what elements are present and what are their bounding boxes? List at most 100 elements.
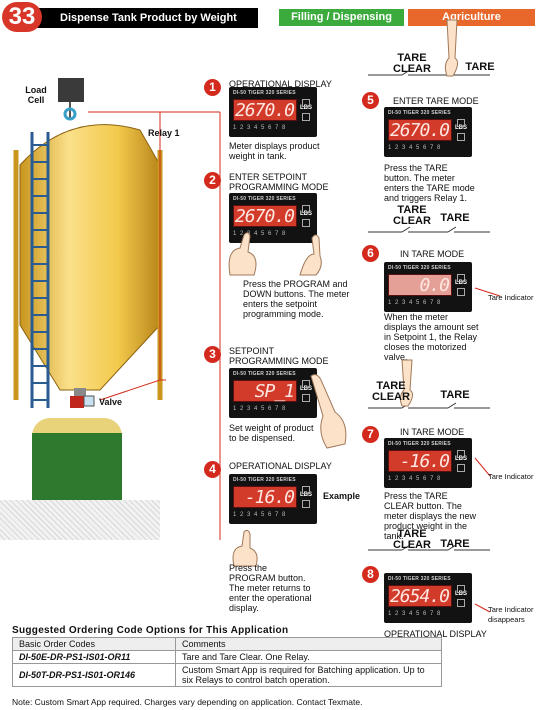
up-button[interactable]: [457, 450, 465, 458]
step-1-badge: 1: [204, 79, 221, 96]
step-7-desc: Press the TARE CLEAR button. The meter d…: [384, 491, 477, 541]
header-title: Dispense Tank Product by Weight: [60, 12, 237, 24]
up-button[interactable]: [302, 205, 310, 213]
step-7-badge: 7: [362, 426, 379, 443]
meter-model: DI-50 TIGER 320 SERIES: [233, 196, 296, 202]
example-label: Example: [323, 491, 361, 501]
up-button[interactable]: [302, 380, 310, 388]
step-4-desc: Press the PROGRAM button. The meter retu…: [229, 563, 312, 613]
meter-indicators: 1 2 3 4 5 6 7 8: [388, 145, 442, 151]
down-button[interactable]: [302, 113, 310, 121]
tare-indicator-label: Tare Indicator: [488, 293, 534, 302]
meter-indicators: 1 2 3 4 5 6 7 8: [233, 231, 287, 237]
tag-filling: Filling / Dispensing: [279, 9, 404, 26]
hand-icon: [310, 374, 347, 449]
meter-units: LBS: [455, 280, 467, 286]
meter-3: DI-50 TIGER 320 SERIES SP_1 LBS 1 2 3 4 …: [229, 368, 317, 418]
meter-units: LBS: [300, 492, 312, 498]
order-comment: Tare and Tare Clear. One Relay.: [175, 650, 442, 664]
header-title-bar: Dispense Tank Product by Weight: [30, 8, 258, 28]
meter-model: DI-50 TIGER 320 SERIES: [388, 265, 451, 271]
up-button[interactable]: [457, 585, 465, 593]
meter-units: LBS: [455, 125, 467, 131]
meter-units: LBS: [300, 386, 312, 392]
table-row: DI-50T-DR-PS1-IS01-OR146 Custom Smart Ap…: [12, 663, 442, 687]
step-2-desc: Press the PROGRAM and DOWN buttons. The …: [243, 279, 350, 319]
footnote: Note: Custom Smart App required. Charges…: [12, 697, 363, 707]
hand-icon: [228, 232, 322, 276]
step-6-title: IN TARE MODE: [400, 249, 465, 259]
meter-display: -16.0: [388, 450, 452, 472]
header-number-badge: 33: [2, 2, 42, 32]
hand-icon: [232, 529, 258, 567]
meter-display: 2654.0: [388, 585, 452, 607]
meter-indicators: 1 2 3 4 5 6 7 8: [233, 406, 287, 412]
step-5-title: ENTER TARE MODE: [393, 96, 479, 106]
load-cell: [58, 78, 84, 102]
meter-display: 2670.0: [233, 205, 297, 227]
meter-indicators: 1 2 3 4 5 6 7 8: [233, 512, 287, 518]
tare-label: TARE: [440, 538, 470, 550]
valve-label: Valve: [99, 397, 123, 407]
step-7-title: IN TARE MODE: [400, 427, 465, 437]
tare-indicator-label: Tare Indicator: [488, 472, 534, 481]
tare-label: TARE: [465, 61, 495, 73]
down-button[interactable]: [457, 133, 465, 141]
meter-5: DI-50 TIGER 320 SERIES 2670.0 LBS 1 2 3 …: [384, 107, 472, 157]
step-2-badge: 2: [204, 172, 221, 189]
up-button[interactable]: [457, 274, 465, 282]
step-6-desc: When the meter displays the amount set i…: [384, 312, 479, 362]
up-button[interactable]: [302, 486, 310, 494]
order-code: DI-50T-DR-PS1-IS01-OR146: [12, 663, 176, 687]
up-button[interactable]: [457, 119, 465, 127]
step-1-title: OPERATIONAL DISPLAY: [229, 79, 332, 89]
step-3-desc: Set weight of product to be dispensed.: [229, 423, 314, 443]
meter-7: DI-50 TIGER 320 SERIES -16.0 LBS 1 2 3 4…: [384, 438, 472, 488]
down-button[interactable]: [302, 219, 310, 227]
load-cell-label: Load Cell: [25, 85, 47, 105]
meter-model: DI-50 TIGER 320 SERIES: [388, 576, 451, 582]
down-button[interactable]: [302, 394, 310, 402]
hand-icon: [399, 359, 414, 407]
down-button[interactable]: [457, 599, 465, 607]
step-1-desc: Meter displays product weight in tank.: [229, 141, 320, 161]
step-5-badge: 5: [362, 92, 379, 109]
meter-indicators: 1 2 3 4 5 6 7 8: [233, 125, 287, 131]
meter-indicators: 1 2 3 4 5 6 7 8: [388, 300, 442, 306]
meter-8: DI-50 TIGER 320 SERIES 2654.0 LBS 1 2 3 …: [384, 573, 472, 623]
tare-label: TARE: [440, 212, 470, 224]
meter-6: DI-50 TIGER 320 SERIES 0.0 LBS 1 2 3 4 5…: [384, 262, 472, 312]
down-button[interactable]: [457, 288, 465, 296]
meter-model: DI-50 TIGER 320 SERIES: [233, 477, 296, 483]
step-3-badge: 3: [204, 346, 221, 363]
table-row: DI-50E-DR-PS1-IS01-OR11 Tare and Tare Cl…: [12, 650, 442, 664]
ordering-table: Basic Order Codes Comments DI-50E-DR-PS1…: [12, 637, 442, 687]
down-button[interactable]: [302, 500, 310, 508]
meter-model: DI-50 TIGER 320 SERIES: [233, 90, 296, 96]
up-button[interactable]: [302, 99, 310, 107]
tag-agriculture: Agriculture: [408, 9, 535, 26]
meter-display: 2670.0: [233, 99, 297, 121]
step-4-badge: 4: [204, 461, 221, 478]
table-header-row: Basic Order Codes Comments: [12, 637, 442, 651]
meter-model: DI-50 TIGER 320 SERIES: [388, 441, 451, 447]
step-2-title: ENTER SETPOINT PROGRAMMING MODE: [229, 172, 329, 192]
tare-clear-label: TARE CLEAR: [393, 52, 431, 75]
ground: [0, 500, 160, 540]
order-comment: Custom Smart App is required for Batchin…: [175, 663, 442, 687]
step-8-badge: 8: [362, 566, 379, 583]
hand-icon: [444, 19, 459, 77]
meter-model: DI-50 TIGER 320 SERIES: [388, 110, 451, 116]
down-button[interactable]: [457, 464, 465, 472]
meter-units: LBS: [455, 591, 467, 597]
step-5-desc: Press the TARE button. The meter enters …: [384, 163, 475, 203]
meter-indicators: 1 2 3 4 5 6 7 8: [388, 476, 442, 482]
meter-model: DI-50 TIGER 320 SERIES: [233, 371, 296, 377]
grain-pile: [32, 418, 122, 436]
tank-illustration: [13, 100, 163, 408]
tare-clear-label: TARE CLEAR: [393, 528, 431, 551]
step-8-title: OPERATIONAL DISPLAY: [384, 629, 487, 639]
step-3-title: SETPOINT PROGRAMMING MODE: [229, 346, 329, 366]
meter-display: 0.0: [388, 274, 452, 296]
meter-units: LBS: [300, 105, 312, 111]
